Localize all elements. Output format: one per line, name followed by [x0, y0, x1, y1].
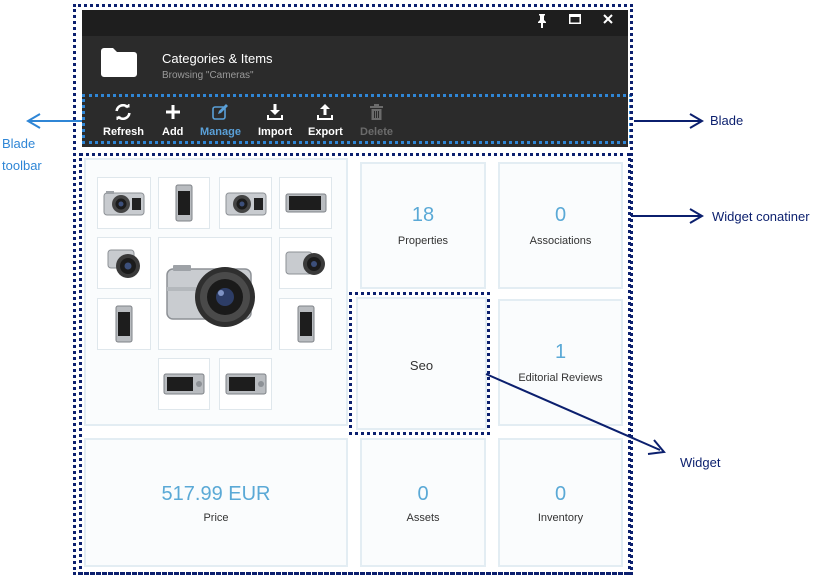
blade-toolbar-arrow	[26, 113, 82, 129]
widget-container-arrow	[631, 208, 704, 224]
manage-button[interactable]: Manage	[200, 103, 241, 138]
editorial-reviews-widget[interactable]: 1 Editorial Reviews	[498, 299, 623, 426]
export-button[interactable]: Export	[308, 103, 343, 138]
inventory-label: Inventory	[537, 512, 584, 524]
camera-thumbnail[interactable]	[97, 298, 151, 350]
assets-count: 0	[417, 483, 429, 505]
import-button[interactable]: Import	[258, 103, 292, 138]
camera-thumbnail[interactable]	[279, 237, 332, 289]
associations-label: Associations	[529, 235, 592, 247]
manage-label: Manage	[200, 126, 241, 138]
add-label: Add	[162, 126, 184, 138]
refresh-icon	[115, 103, 132, 121]
inventory-widget[interactable]: 0 Inventory	[498, 438, 623, 567]
widget-highlight	[349, 292, 490, 435]
delete-label: Delete	[360, 126, 394, 138]
import-label: Import	[258, 126, 293, 138]
camera-thumbnail[interactable]	[97, 177, 151, 229]
price-value: 517.99 EUR	[161, 483, 271, 505]
seo-label: Seo	[409, 358, 434, 373]
editorial-reviews-label: Editorial Reviews	[518, 372, 603, 384]
editorial-reviews-count: 1	[554, 341, 567, 363]
properties-count: 18	[411, 204, 435, 226]
plus-icon	[165, 103, 180, 121]
properties-widget[interactable]: 18 Properties	[360, 162, 486, 289]
widget-arrow	[485, 373, 666, 455]
blade-toolbar-annotation-line1: Blade	[2, 136, 36, 151]
delete-button[interactable]: Delete	[360, 103, 393, 138]
blade-title: Categories & Items	[162, 51, 273, 66]
refresh-label: Refresh	[103, 126, 144, 138]
assets-widget[interactable]: 0 Assets	[360, 438, 486, 567]
trash-icon	[370, 103, 384, 121]
blade-arrow	[634, 113, 704, 129]
price-label: Price	[203, 512, 229, 524]
download-icon	[267, 103, 284, 121]
camera-thumbnail[interactable]	[158, 358, 210, 410]
camera-thumbnail[interactable]	[279, 177, 332, 229]
upload-icon	[317, 103, 334, 121]
export-label: Export	[308, 126, 343, 138]
widget-container-annotation: Widget conatiner	[712, 209, 810, 224]
camera-thumbnail[interactable]	[158, 177, 210, 229]
pin-icon[interactable]	[533, 12, 551, 30]
edit-icon	[212, 103, 229, 121]
blade-annotation: Blade	[710, 113, 744, 128]
maximize-icon[interactable]	[566, 12, 584, 30]
refresh-button[interactable]: Refresh	[103, 103, 144, 138]
camera-thumbnail[interactable]	[219, 358, 272, 410]
add-button[interactable]: Add	[162, 103, 183, 138]
seo-widget[interactable]: Seo	[356, 297, 487, 430]
camera-thumbnail[interactable]	[219, 177, 272, 229]
properties-label: Properties	[397, 235, 449, 247]
associations-widget[interactable]: 0 Associations	[498, 162, 623, 289]
widget-annotation: Widget	[680, 455, 721, 470]
close-icon[interactable]	[599, 12, 617, 30]
price-widget[interactable]: 517.99 EUR Price	[84, 438, 348, 567]
camera-thumbnail[interactable]	[97, 237, 151, 289]
assets-label: Assets	[406, 512, 440, 524]
associations-count: 0	[554, 204, 567, 226]
blade-titlebar	[82, 10, 628, 36]
camera-thumbnail[interactable]	[279, 298, 332, 350]
blade-toolbar-annotation-line2: toolbar	[2, 158, 42, 173]
inventory-count: 0	[554, 483, 567, 505]
blade-subtitle: Browsing "Cameras"	[162, 70, 254, 81]
main-product-image[interactable]	[158, 237, 272, 350]
folder-icon	[101, 47, 137, 77]
blade-highlight	[73, 4, 633, 575]
